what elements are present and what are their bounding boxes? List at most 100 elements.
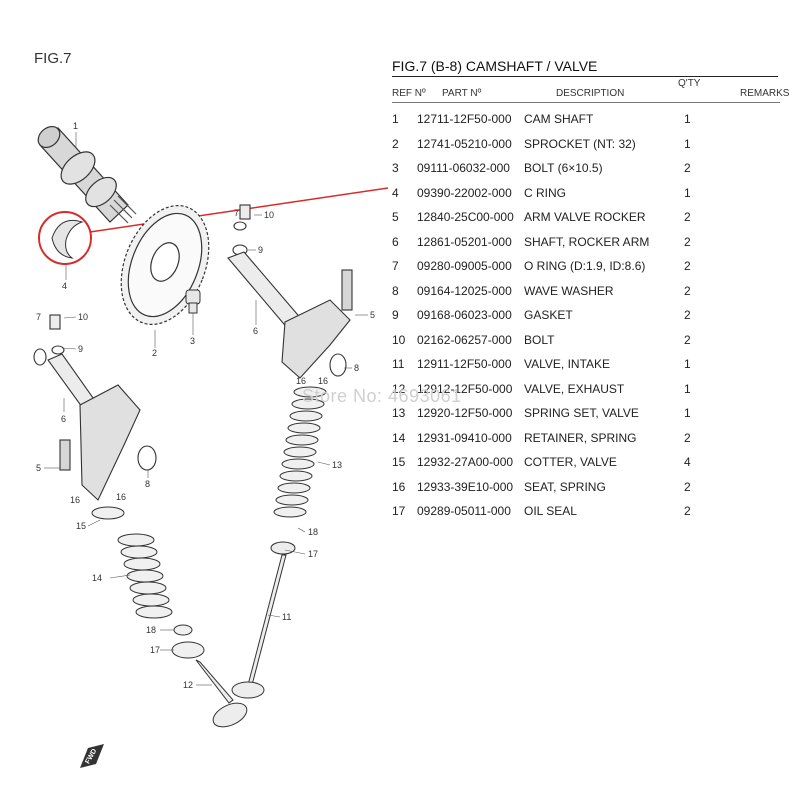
quantity-cell: 2 [684,234,691,249]
ref-cell: 12 [392,381,406,396]
camshaft-drawing [37,125,137,224]
ref-cell: 14 [392,430,406,445]
ref-cell: 16 [392,479,406,494]
callout-3: 3 [190,336,195,346]
quantity-cell: 2 [684,504,691,518]
description-cell: GASKET [524,308,573,322]
table-row: 2 12741-05210-000 SPROCKET (NT: 32) 1 [392,133,780,157]
part-number-cell: 09280-09005-000 [417,259,512,273]
ref-cell: 11 [392,357,405,371]
quantity-cell: 2 [684,283,691,298]
quantity-cell: 2 [684,479,691,494]
quantity-cell: 1 [684,136,691,151]
fwd-arrow-drawing [80,744,104,768]
callout-10-upper: 10 [264,210,274,220]
description-cell: SPROCKET (NT: 32) [524,136,636,151]
ref-cell: 7 [392,259,399,273]
part-number-cell: 09168-06023-000 [417,308,512,322]
description-cell: WAVE WASHER [524,283,614,298]
c-ring-drawing [38,211,92,265]
callout-12: 12 [183,680,193,690]
part-number-cell: 12912-12F50-000 [417,381,513,396]
part-number-cell: 12933-39E10-000 [417,479,514,494]
part-number-cell: 12711-12F50-000 [417,112,512,126]
quantity-cell: 1 [684,406,691,420]
quantity-cell: 4 [684,455,691,469]
ref-cell: 17 [392,504,406,518]
ref-cell: 13 [392,406,406,420]
callout-10-lower: 10 [78,312,88,322]
part-number-cell: 09390-22002-000 [417,185,512,200]
ref-cell: 4 [392,185,399,200]
header-qty: Q'TY [678,78,701,89]
quantity-cell: 2 [684,332,691,347]
callout-lines [44,132,368,686]
callout-7-upper: 7 [234,208,239,218]
callout-15: 15 [76,521,86,531]
description-cell: BOLT (6×10.5) [524,161,603,175]
callout-13: 13 [332,460,342,470]
ref-cell: 10 [392,332,406,347]
description-cell: O RING (D:1.9, ID:8.6) [524,259,646,273]
part-number-cell: 12920-12F50-000 [417,406,513,420]
callout-8-lower: 8 [145,479,150,489]
quantity-cell: 2 [684,210,691,224]
upper-rocker-drawing [227,204,353,379]
part-number-cell: 12840-25C00-000 [417,210,514,224]
part-number-cell: 02162-06257-000 [417,332,512,347]
ref-cell: 2 [392,136,399,151]
header-description: DESCRIPTION [556,88,625,99]
valve-spring-13-drawing [273,386,327,518]
callout-16-lower-b: 16 [116,492,126,502]
table-row: 15 12932-27A00-000 COTTER, VALVE 4 [392,451,780,475]
quantity-cell: 1 [684,185,691,200]
callout-14: 14 [92,573,102,583]
highlight-pointer-line [89,187,389,233]
part-number-cell: 09111-06032-000 [417,161,510,175]
callout-11: 11 [282,612,291,622]
header-ref: REF Nº [392,88,426,99]
ref-cell: 15 [392,455,406,469]
part-number-cell: 09164-12025-000 [417,283,512,298]
callout-8-upper: 8 [354,363,359,373]
callout-18-upper: 18 [308,527,318,537]
callout-5-lower: 5 [36,463,41,473]
ref-cell: 1 [392,112,399,126]
callout-4: 4 [62,281,67,291]
header-remarks: REMARKS [740,88,790,99]
description-cell: BOLT [524,332,555,347]
description-cell: SEAT, SPRING [524,479,606,494]
description-cell: RETAINER, SPRING [524,430,637,445]
exhaust-valve-drawing [195,659,248,728]
quantity-cell: 2 [684,161,691,175]
callout-9-lower: 9 [78,344,83,354]
callout-9-upper: 9 [258,245,263,255]
ref-cell: 5 [392,210,399,224]
callout-6-upper: 6 [253,326,258,336]
valve-spring-14-drawing [91,506,205,659]
table-row: 8 09164-12025-000 WAVE WASHER 2 [392,280,780,304]
quantity-cell: 1 [684,357,691,371]
description-cell: COTTER, VALVE [524,455,617,469]
callout-17-lower: 17 [150,645,160,655]
table-row: 10 02162-06257-000 BOLT 2 [392,329,780,353]
callout-16-lower-a: 16 [70,495,80,505]
callout-5-upper: 5 [370,310,375,320]
description-cell: ARM VALVE ROCKER [524,210,646,224]
table-row: 16 12933-39E10-000 SEAT, SPRING 2 [392,476,780,500]
bolt-3-drawing [185,289,201,314]
part-number-cell: 12932-27A00-000 [417,455,514,469]
callout-1: 1 [73,121,78,131]
ref-cell: 8 [392,283,399,298]
callout-17-upper: 17 [308,549,318,559]
part-number-cell: 12741-05210-000 [417,136,512,151]
